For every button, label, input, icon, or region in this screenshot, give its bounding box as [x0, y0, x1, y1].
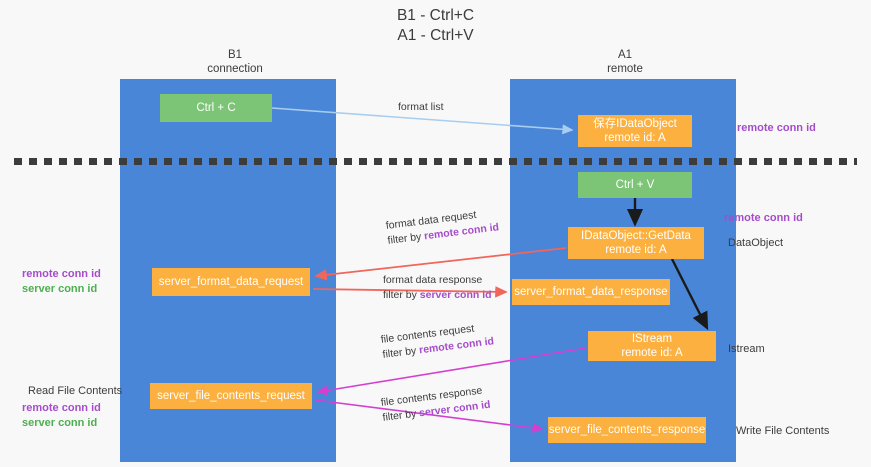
node-idataobject-getdata-sub: remote id: A	[605, 244, 667, 256]
node-ctrl-c-label: Ctrl + C	[196, 102, 236, 114]
title-line-2: A1 - Ctrl+V	[397, 27, 474, 44]
annotation-dataobject: DataObject	[728, 237, 784, 249]
edge-label-format-list: format list	[398, 100, 444, 115]
node-server-file-contents-request-label: server_file_contents_request	[157, 390, 305, 402]
column-header-b1-name: B1	[227, 49, 243, 61]
filter-prefix: filter by	[381, 344, 420, 361]
node-save-idataobject-label: 保存IDataObject	[593, 118, 677, 130]
node-ctrl-c[interactable]: Ctrl + C	[160, 94, 272, 122]
section-divider	[14, 158, 857, 165]
page-title: B1 - Ctrl+C A1 - Ctrl+V	[0, 6, 871, 46]
filter-prefix: filter by	[383, 289, 420, 301]
node-save-idataobject-sub: remote id: A	[604, 132, 666, 144]
node-idataobject-getdata[interactable]: IDataObject::GetData remote id: A	[568, 227, 704, 259]
edge-label-file-contents-response: file contents response filter by server …	[380, 383, 491, 426]
title-line-1: B1 - Ctrl+C	[396, 7, 475, 24]
node-ctrl-v[interactable]: Ctrl + V	[578, 172, 692, 198]
filter-prefix: filter by	[381, 407, 420, 424]
annotation-left-conn-ids-1: remote conn id server conn id	[22, 267, 118, 297]
node-server-file-contents-response[interactable]: server_file_contents_response	[548, 417, 706, 443]
node-istream-label: IStream	[631, 333, 673, 345]
edge-label-file-contents-request: file contents request filter by remote c…	[380, 319, 495, 362]
node-save-idataobject[interactable]: 保存IDataObject remote id: A	[578, 115, 692, 147]
node-server-format-data-request[interactable]: server_format_data_request	[152, 268, 310, 296]
annotation-left-conn-ids-2: remote conn id server conn id	[22, 401, 118, 431]
node-istream-sub: remote id: A	[621, 347, 683, 359]
column-header-b1-role: connection	[207, 63, 263, 75]
node-server-file-contents-request[interactable]: server_file_contents_request	[150, 383, 312, 409]
column-header-a1: A1 remote	[510, 48, 740, 76]
column-header-a1-name: A1	[617, 49, 633, 61]
annotation-remote-conn-id-left-1: remote conn id	[22, 268, 101, 280]
filter-prefix: filter by	[386, 230, 425, 247]
annotation-server-conn-id-left-1: server conn id	[22, 283, 98, 295]
filter-key-server-conn-id: server conn id	[419, 289, 492, 301]
edge-label-format-data-request: format data request filter by remote con…	[385, 205, 500, 248]
annotation-write-file-contents: Write File Contents	[736, 425, 830, 437]
node-server-format-data-response[interactable]: server_format_data_response	[512, 279, 670, 305]
edge-label-format-list-text: format list	[398, 101, 444, 113]
node-server-format-data-response-label: server_format_data_response	[514, 286, 668, 298]
edge-label-format-data-response-line2: filter by server conn id	[383, 288, 492, 303]
annotation-remote-conn-id-mid: remote conn id	[724, 212, 803, 224]
edge-label-format-data-response-line1: format data response	[383, 274, 483, 286]
node-server-format-data-request-label: server_format_data_request	[158, 276, 304, 288]
annotation-istream: Istream	[728, 343, 765, 355]
annotation-read-file-contents: Read File Contents	[28, 385, 123, 397]
node-ctrl-v-label: Ctrl + V	[615, 179, 655, 191]
column-header-b1: B1 connection	[120, 48, 350, 76]
node-server-file-contents-response-label: server_file_contents_response	[548, 424, 706, 436]
node-istream[interactable]: IStream remote id: A	[588, 331, 716, 361]
edge-label-format-data-response: format data response filter by server co…	[383, 273, 492, 303]
node-idataobject-getdata-label: IDataObject::GetData	[581, 230, 691, 242]
annotation-remote-conn-id-left-2: remote conn id	[22, 402, 101, 414]
annotation-remote-conn-id-top: remote conn id	[737, 122, 816, 134]
annotation-server-conn-id-left-2: server conn id	[22, 417, 98, 429]
column-header-a1-role: remote	[607, 63, 643, 75]
